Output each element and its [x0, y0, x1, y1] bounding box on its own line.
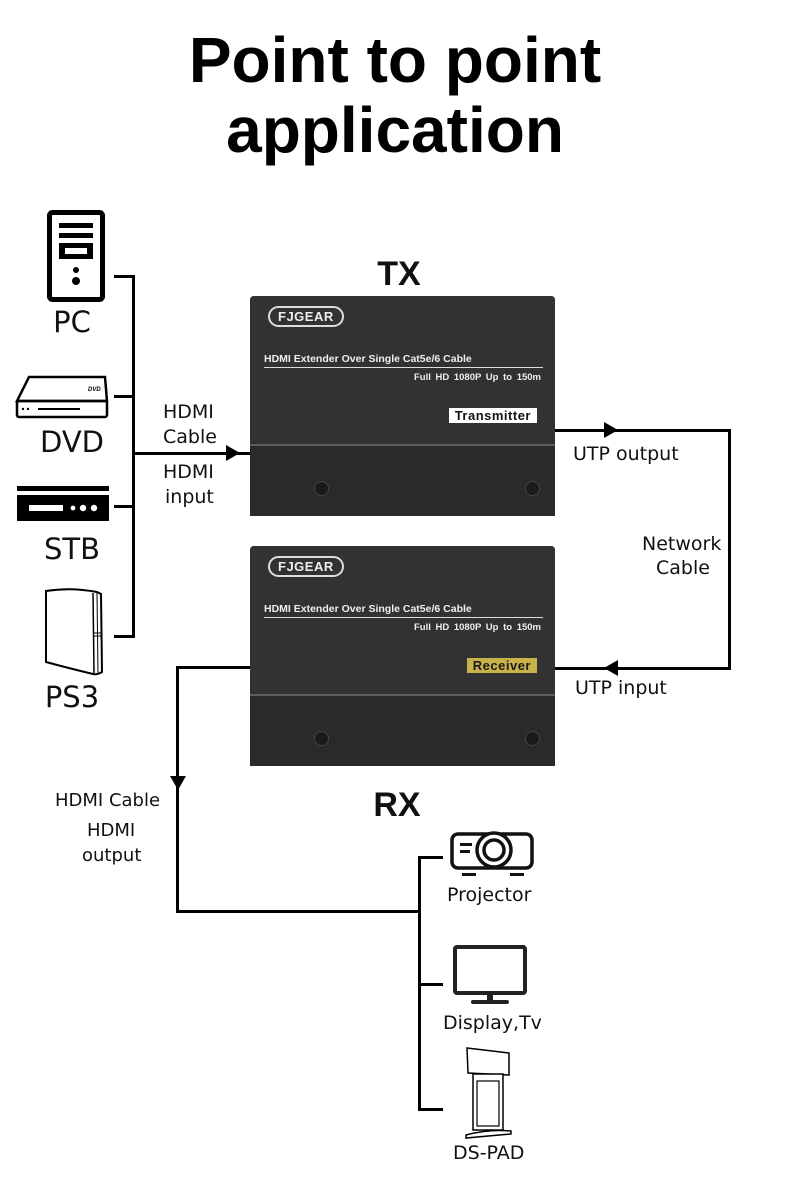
screw-icon	[525, 731, 540, 746]
receiver-spec: Full HD 1080P Up to 150m	[413, 622, 541, 633]
page-title-line1: Point to point	[188, 24, 602, 96]
display-label-tv: Display,Tv	[443, 1012, 542, 1034]
utp-output-line	[555, 429, 731, 432]
screw-icon	[525, 481, 540, 496]
display-label-projector: Projector	[447, 884, 532, 906]
source-label-ps3: PS3	[44, 680, 100, 714]
transmitter-spec: Full HD 1080P Up to 150m	[413, 372, 541, 383]
hdmi-output-label-line2: output	[82, 845, 142, 866]
source-connector-dvd	[114, 395, 135, 398]
arrow-right-icon	[226, 445, 240, 461]
display-connector-tv	[418, 983, 443, 986]
source-label-stb: STB	[43, 532, 101, 566]
source-bus-vertical	[132, 275, 135, 637]
network-cable-line	[728, 429, 731, 670]
kiosk-stand-icon	[465, 1047, 512, 1139]
hdmi-cable-label-line1: HDMI	[163, 401, 214, 423]
source-label-dvd: DVD	[40, 425, 104, 459]
source-connector-stb	[114, 505, 135, 508]
transmitter-front-panel	[250, 444, 555, 516]
arrow-right-icon	[604, 422, 618, 438]
transmitter-description: HDMI Extender Over Single Cat5e/6 Cable	[264, 353, 543, 368]
transmitter-device: FJGEAR HDMI Extender Over Single Cat5e/6…	[250, 296, 555, 516]
set-top-box-icon	[17, 486, 109, 521]
pc-tower-icon	[47, 210, 105, 302]
utp-input-label: UTP input	[575, 677, 667, 699]
hdmi-output-label-line1: HDMI	[87, 820, 136, 841]
hdmi-cable-label-line2: Cable	[163, 426, 217, 448]
receiver-device: FJGEAR HDMI Extender Over Single Cat5e/6…	[250, 546, 555, 766]
transmitter-brand-logo: FJGEAR	[268, 306, 344, 327]
hdmi-input-label-line2: input	[165, 486, 214, 508]
display-label-dspad: DS-PAD	[453, 1142, 525, 1164]
hdmi-cable-out-label: HDMI Cable	[55, 790, 161, 811]
source-label-pc: PC	[53, 305, 91, 339]
hdmi-output-line-bottom	[176, 910, 421, 913]
rx-section-label: RX	[373, 786, 421, 824]
utp-output-label: UTP output	[573, 443, 679, 465]
hdmi-output-line-vertical	[176, 666, 179, 913]
display-connector-dspad	[418, 1108, 443, 1111]
ps3-console-icon	[45, 588, 104, 676]
projector-icon	[450, 831, 534, 876]
arrow-down-icon	[170, 776, 186, 790]
source-connector-pc	[114, 275, 135, 278]
receiver-description: HDMI Extender Over Single Cat5e/6 Cable	[264, 603, 543, 618]
svg-text:DVD: DVD	[88, 387, 101, 393]
dvd-player-icon: DVD	[14, 375, 109, 419]
arrow-left-icon	[604, 660, 618, 676]
page-title-line2: application	[226, 94, 564, 166]
transmitter-badge: Transmitter	[448, 408, 537, 423]
receiver-badge: Receiver	[466, 658, 537, 673]
monitor-icon	[453, 945, 527, 1004]
hdmi-input-label-line1: HDMI	[163, 461, 214, 483]
hdmi-input-line	[132, 452, 250, 455]
network-cable-label-line2: Cable	[656, 557, 710, 579]
tx-section-label: TX	[377, 255, 421, 293]
network-cable-label-line1: Network	[642, 533, 722, 555]
screw-icon	[314, 481, 329, 496]
hdmi-output-line-top	[176, 666, 250, 669]
display-connector-projector	[418, 856, 443, 859]
utp-input-line	[555, 667, 731, 670]
receiver-brand-logo: FJGEAR	[268, 556, 344, 577]
source-connector-ps3	[114, 635, 135, 638]
screw-icon	[314, 731, 329, 746]
receiver-front-panel	[250, 694, 555, 766]
